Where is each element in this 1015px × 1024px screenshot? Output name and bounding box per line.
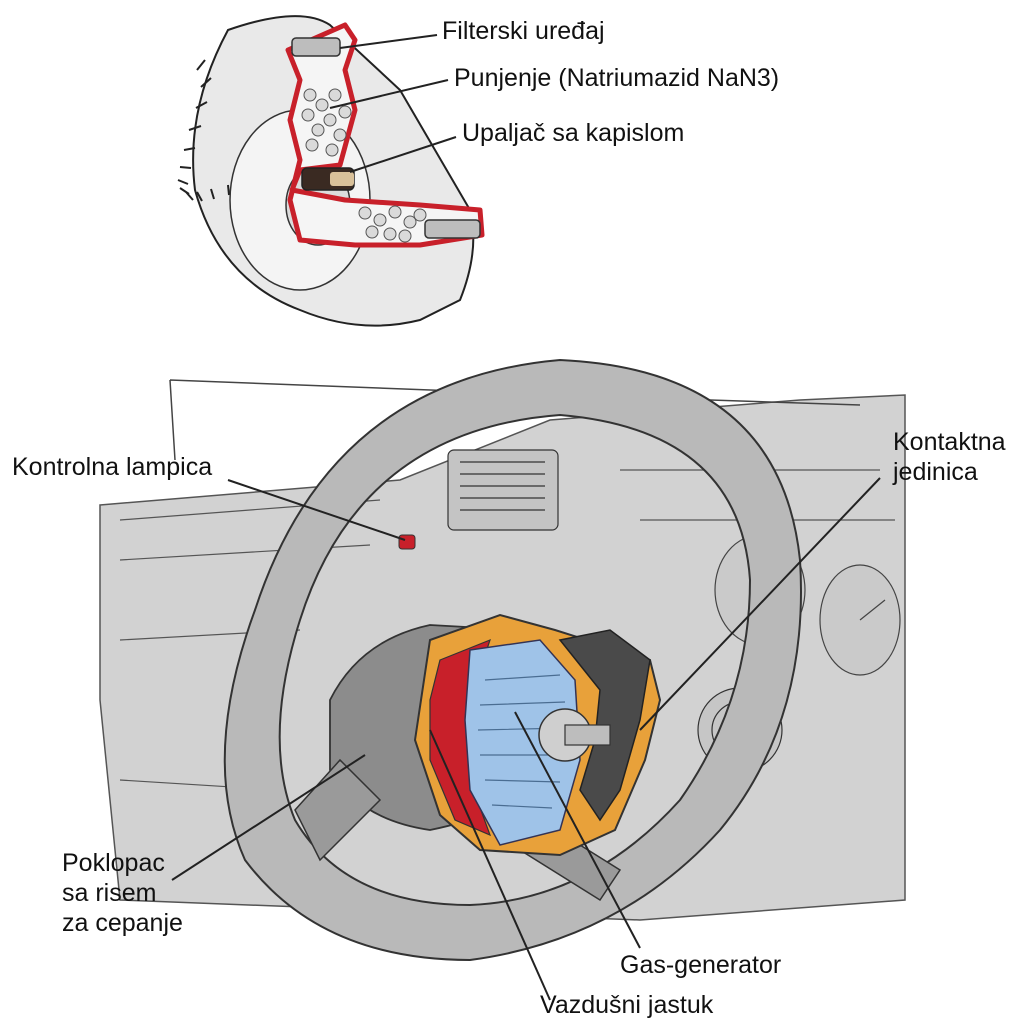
label-igniter: Upaljač sa kapislom	[462, 118, 684, 148]
label-cover: Poklopac sa risem za cepanje	[62, 848, 183, 938]
gas-generator-stem	[565, 725, 610, 745]
label-cover-line2: sa risem	[62, 878, 183, 908]
label-filter-unit: Filterski uređaj	[442, 16, 605, 46]
label-cover-line3: za cepanje	[62, 908, 183, 938]
inflator-filter-lower	[425, 220, 480, 238]
label-airbag: Vazdušni jastuk	[540, 990, 713, 1020]
dashboard-illustration	[100, 360, 905, 960]
warning-lamp	[399, 535, 415, 549]
label-gas-generator: Gas-generator	[620, 950, 781, 980]
label-contact-unit-line2: jedinica	[893, 457, 1006, 487]
inflator-filter-top	[292, 38, 340, 56]
label-charge: Punjenje (Natriumazid NaN3)	[454, 63, 779, 93]
label-cover-line1: Poklopac	[62, 848, 183, 878]
inflator-igniter-cap	[330, 172, 354, 186]
label-contact-unit: Kontaktna jedinica	[893, 427, 1006, 487]
air-vent	[448, 450, 558, 530]
label-warning-lamp: Kontrolna lampica	[12, 452, 212, 482]
label-contact-unit-line1: Kontaktna	[893, 427, 1006, 457]
inflator-illustration	[178, 16, 482, 326]
